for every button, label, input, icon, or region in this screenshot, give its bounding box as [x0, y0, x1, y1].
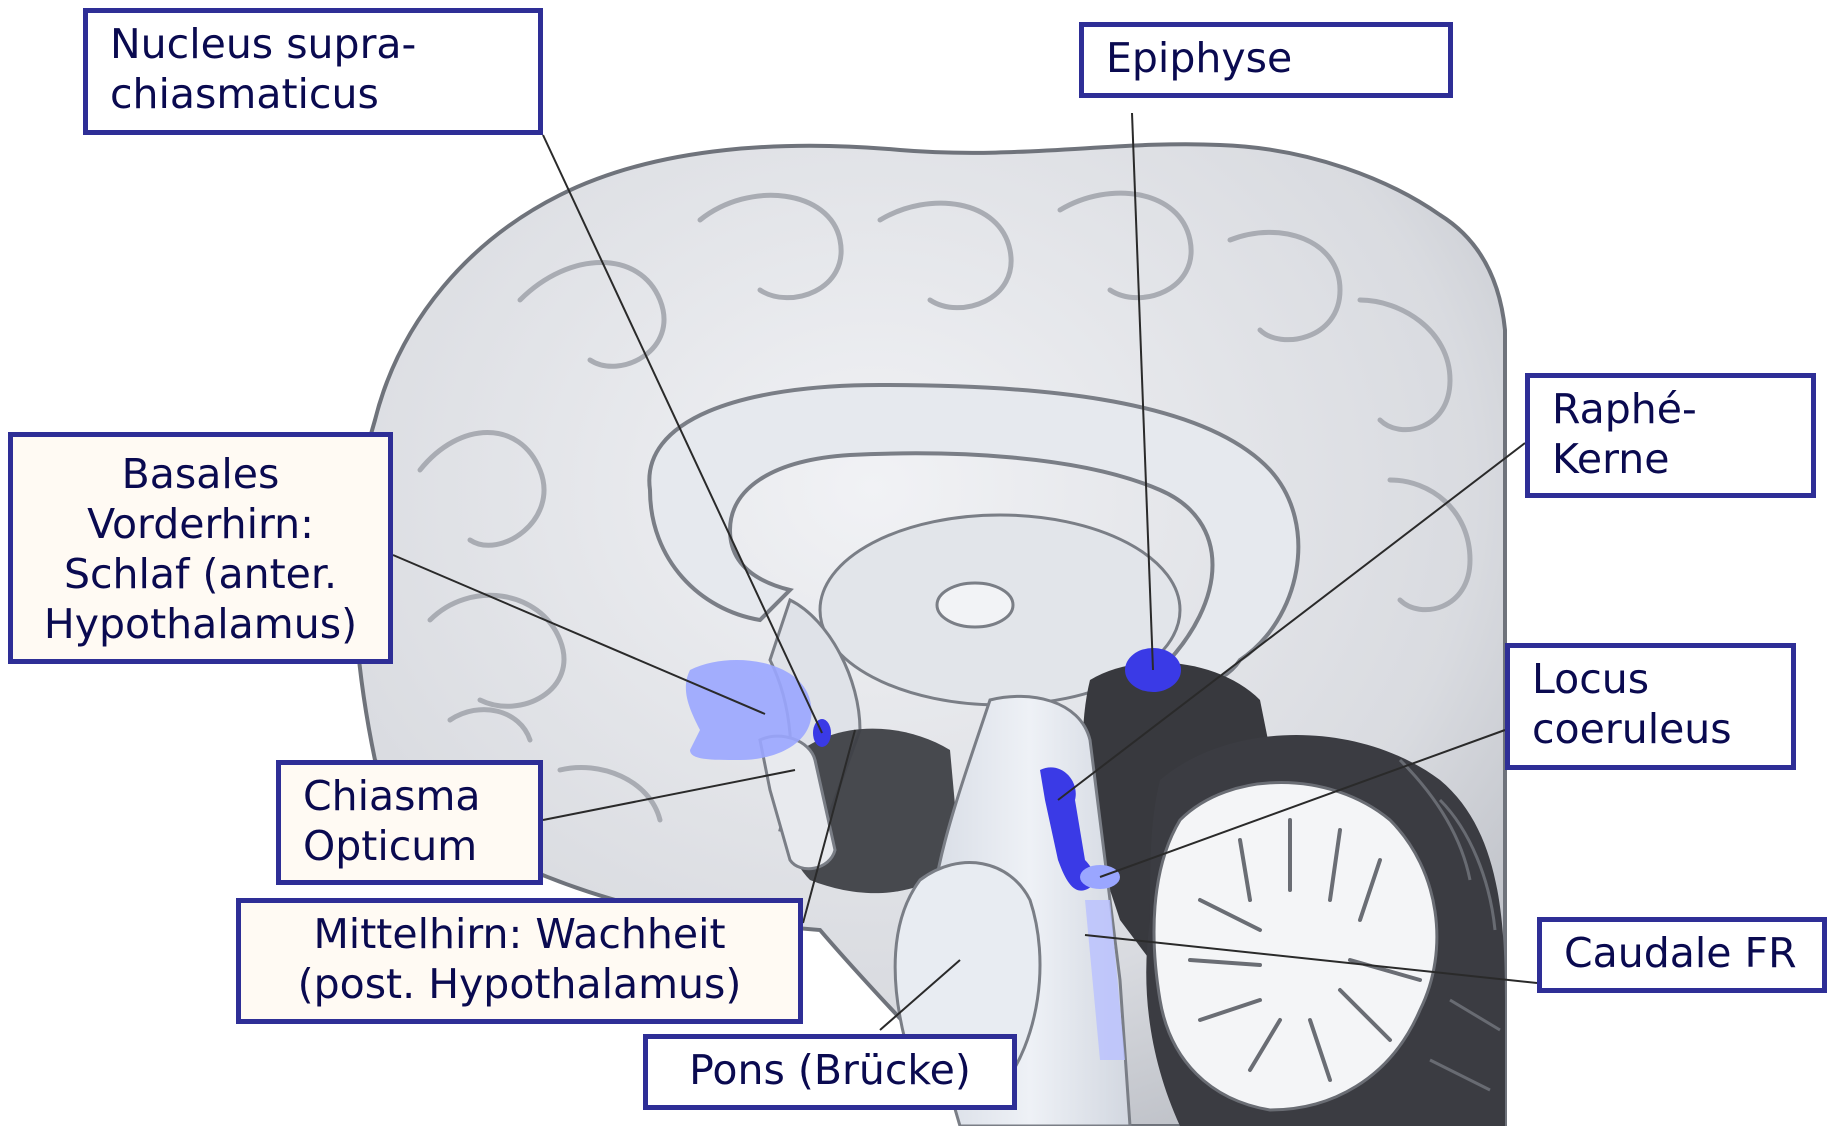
label-mittelhirn: Mittelhirn: Wachheit (post. Hypothalamus…	[236, 898, 803, 1024]
label-basales-vorderhirn: Basales Vorderhirn: Schlaf (anter. Hypot…	[8, 432, 393, 664]
label-nucleus-suprachiasmaticus: Nucleus supra- chiasmaticus	[83, 8, 543, 135]
label-chiasma-opticum: Chiasma Opticum	[276, 760, 543, 885]
label-epiphyse: Epiphyse	[1079, 22, 1453, 98]
label-locus-coeruleus: Locus coeruleus	[1505, 643, 1796, 770]
label-raphe-kerne: Raphé- Kerne	[1525, 373, 1816, 498]
massa-intermedia	[937, 583, 1013, 627]
label-caudale-fr: Caudale FR	[1537, 917, 1827, 993]
label-pons: Pons (Brücke)	[643, 1034, 1017, 1110]
cerebellum	[1146, 735, 1505, 1126]
